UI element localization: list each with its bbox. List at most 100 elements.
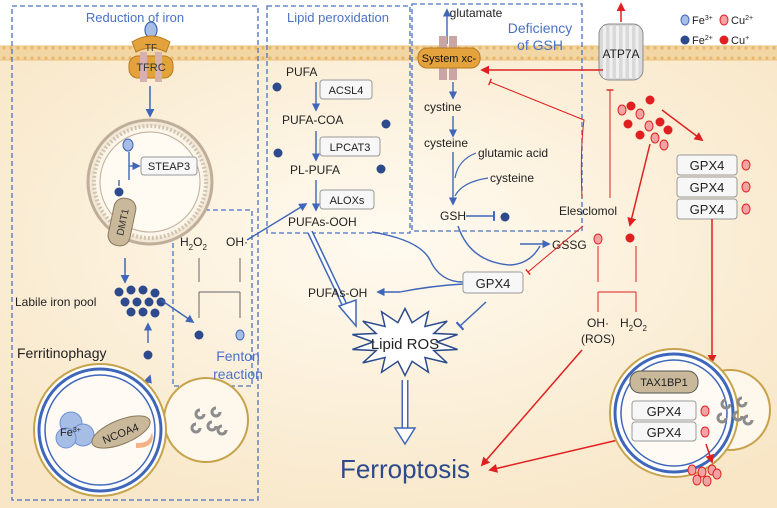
membrane-lipid-head — [170, 46, 174, 50]
cysteine2-label: cysteine — [490, 171, 534, 185]
membrane-lipid-head — [702, 56, 706, 60]
membrane-lipid-head — [765, 56, 769, 60]
membrane-lipid-head — [219, 46, 223, 50]
hydrolase-icon — [736, 396, 748, 408]
glutamate-label: glutamate — [450, 6, 503, 20]
membrane-lipid-head — [16, 46, 20, 50]
membrane-lipid-head — [485, 46, 489, 50]
membrane-lipid-head — [282, 46, 286, 50]
membrane-lipid-head — [331, 56, 335, 60]
membrane-lipid-head — [492, 56, 496, 60]
legend-cu2-icon — [719, 14, 729, 26]
membrane-lipid-head — [2, 56, 6, 60]
membrane-lipid-head — [345, 46, 349, 50]
membrane-lipid-head — [100, 46, 104, 50]
system-xc-protein — [417, 47, 481, 69]
tax1bp1-box — [629, 370, 699, 394]
released-cu2-icon — [712, 468, 722, 480]
membrane-lipid-head — [9, 46, 13, 50]
membrane-lipid-head — [415, 46, 419, 50]
membrane-lipid-head — [513, 56, 517, 60]
atp7a-helix — [603, 26, 606, 78]
membrane-lipid-head — [261, 46, 265, 50]
membrane-lipid-head — [240, 56, 244, 60]
membrane-lipid-head — [198, 46, 202, 50]
cu2-icon — [659, 139, 669, 151]
cu1-icon — [655, 117, 665, 127]
membrane-lipid-head — [212, 56, 216, 60]
hollow-arrow-head — [337, 298, 357, 329]
legend-fe3-icon — [680, 14, 690, 26]
gpx4-autophagy-label: GPX4 — [647, 404, 682, 419]
hollow-down-arrow-head — [393, 427, 417, 446]
membrane-lipid-head — [44, 56, 48, 60]
membrane-lipid-head — [289, 56, 293, 60]
atp7a-helix — [609, 26, 613, 78]
membrane-lipid-head — [583, 46, 587, 50]
lipid-fe2-icon-1 — [272, 82, 282, 92]
copper-cluster — [617, 95, 673, 151]
ferroptosis-label: Ferroptosis — [340, 454, 470, 484]
membrane-lipid-head — [499, 46, 503, 50]
labile-fe2-icon — [144, 297, 154, 307]
dmt1-transporter: DMT1 — [107, 197, 137, 247]
membrane-lipid-head — [177, 56, 181, 60]
atp7a-helix — [616, 26, 619, 78]
membrane-lipid-head — [58, 56, 62, 60]
cu2-icon — [635, 108, 645, 120]
hydrolase-icon — [720, 398, 732, 410]
fenton-oh-label: OH· — [226, 235, 248, 249]
membrane-lipid-head — [338, 56, 342, 60]
membrane-lipid-head — [688, 46, 692, 50]
membrane-lipid-head — [247, 56, 251, 60]
membrane-lipid-head — [380, 56, 384, 60]
cysteine2-merge — [454, 177, 489, 197]
labile-iron-pool-label: Labile iron pool — [15, 295, 96, 309]
gpx4-center-label: GPX4 — [476, 276, 511, 291]
membrane-lipid-head — [513, 46, 517, 50]
curve-ooh-to-gpx4 — [371, 231, 464, 283]
membrane-lipid-head — [541, 46, 545, 50]
fenton-title-line1: Fenton — [216, 348, 260, 364]
membrane-lipid-head — [359, 46, 363, 50]
membrane-lipid-head — [394, 56, 398, 60]
inhibit-elesclomol-gpx4 — [525, 225, 584, 276]
membrane-lipid-head — [275, 46, 279, 50]
membrane-lipid-head — [37, 46, 41, 50]
gssg-label: GSSG — [552, 238, 587, 252]
atp7a-transporter: ATP7A — [598, 23, 644, 81]
cu1-icon — [663, 125, 673, 135]
hydrolase-icon — [210, 406, 222, 418]
membrane-lipid-head — [2, 46, 6, 50]
membrane-lipid-head — [380, 46, 384, 50]
gsh-label: GSH — [440, 209, 466, 223]
membrane-lipid-head — [520, 56, 524, 60]
cu2-icon — [650, 132, 660, 144]
membrane-lipid-head — [72, 56, 76, 60]
membrane-lipid-head — [646, 56, 650, 60]
membrane-lipid-head — [65, 56, 69, 60]
membrane-lipid-head — [247, 46, 251, 50]
membrane-lipid-head — [303, 46, 307, 50]
membrane-lipid-head — [51, 56, 55, 60]
membrane-lipid-head — [317, 46, 321, 50]
membrane-lipid-head — [177, 46, 181, 50]
membrane-lipid-head — [233, 46, 237, 50]
ferritin-lobe-3 — [55, 427, 77, 449]
hydrolase-icon — [190, 422, 202, 434]
membrane-lipid-head — [730, 46, 734, 50]
legend: Fe3+ Cu2+ Fe2+ Cu+ — [680, 14, 753, 47]
membrane-lipid-head — [485, 56, 489, 60]
membrane-lipid-head — [205, 56, 209, 60]
membrane-lipid-head — [744, 46, 748, 50]
cell-membrane — [0, 46, 777, 60]
cystine-label: cystine — [424, 100, 462, 114]
membrane-lipid-head — [590, 56, 594, 60]
membrane-lipid-head — [576, 56, 580, 60]
membrane-lipid-head — [16, 56, 20, 60]
gpx4-copper-label: GPX4 — [690, 202, 725, 217]
ncoa4-tail — [136, 432, 153, 448]
arrow-autophagy-to-ferroptosis — [488, 439, 619, 473]
tfrc-label: TFRC — [136, 62, 165, 74]
cu2-fenton-icon — [593, 233, 603, 245]
